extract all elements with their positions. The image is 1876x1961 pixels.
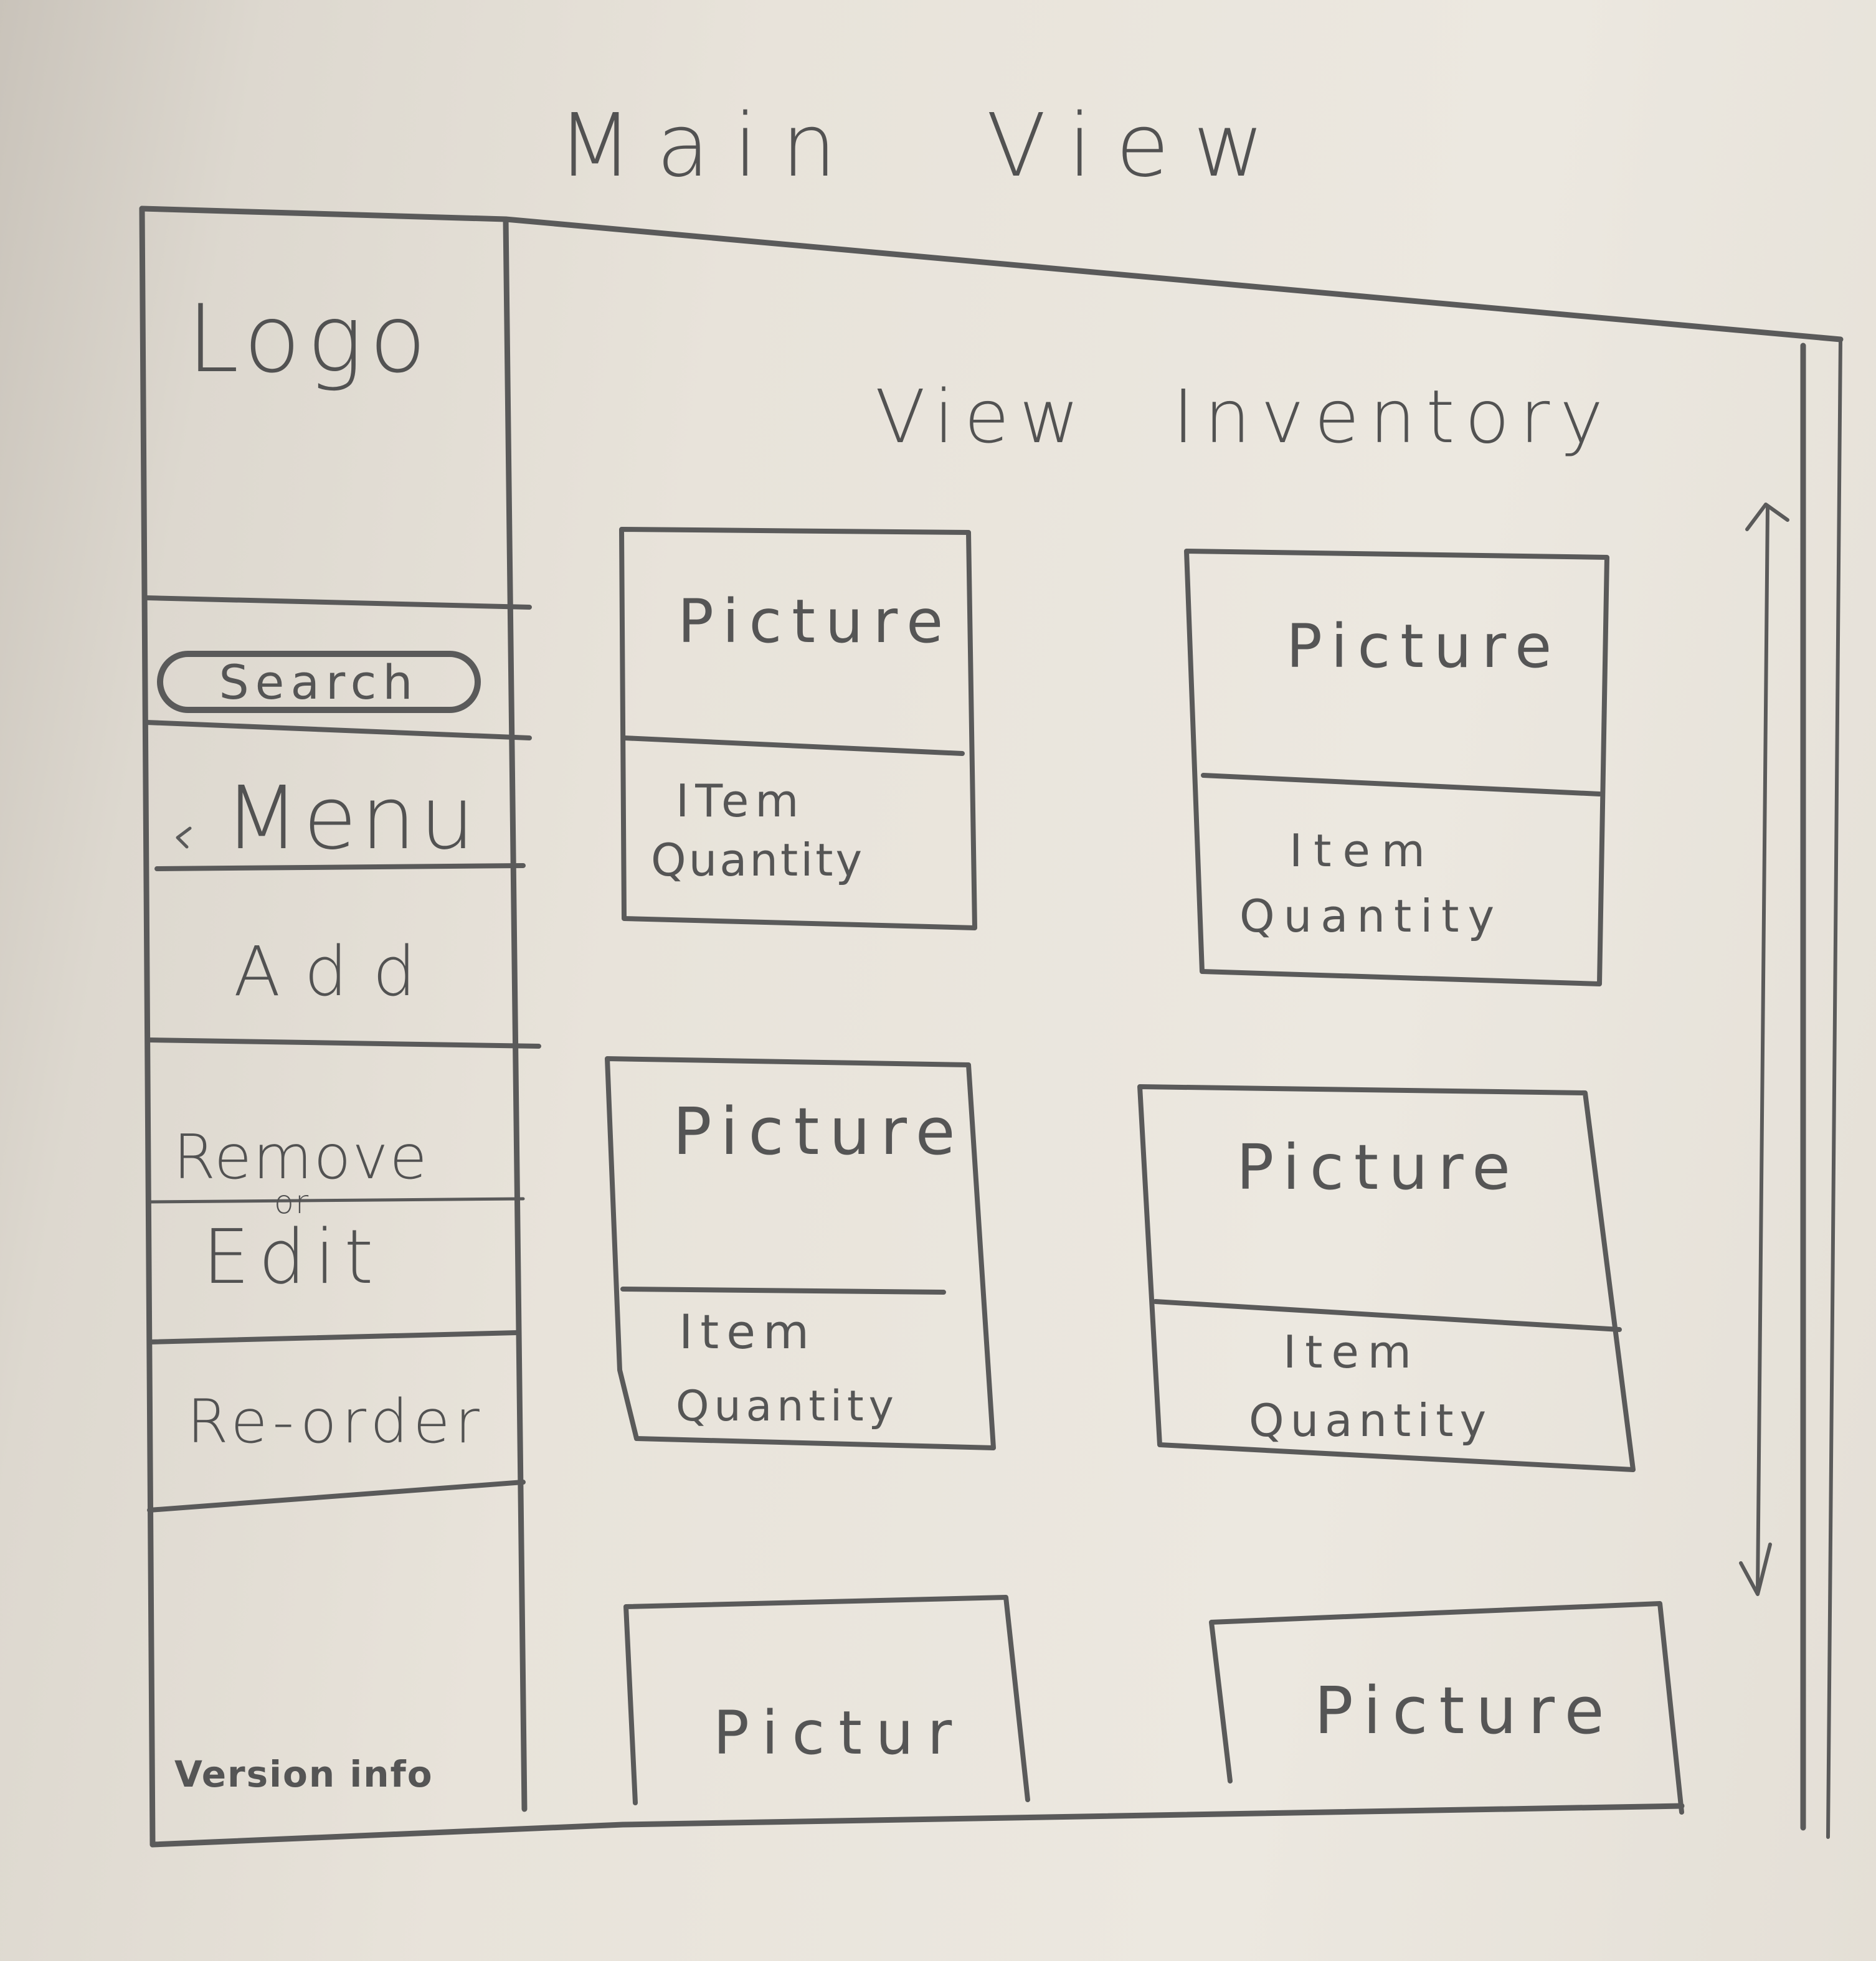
card-2-frame <box>1184 549 1609 986</box>
menu-chevron-icon <box>176 826 192 849</box>
search-button[interactable]: Search <box>157 651 481 713</box>
card-item-label: Item <box>1283 1326 1420 1378</box>
card-item-label: ITem <box>676 775 805 827</box>
sidebar-item-menu[interactable]: Menu <box>224 768 479 869</box>
card-picture: Picture <box>1236 1131 1520 1204</box>
sidebar-item-remove-label: Remove <box>173 1122 429 1193</box>
vertical-double-arrow-icon <box>1739 503 1789 1596</box>
inventory-card[interactable]: Pictur <box>629 1600 1021 1806</box>
card-item-label: Item <box>1289 825 1436 877</box>
sidebar-item-edit-label: Edit <box>202 1214 382 1301</box>
card-picture: Picture <box>678 587 954 656</box>
page-title: Main View <box>557 95 1288 197</box>
sidebar-item-or-label: or <box>274 1184 310 1221</box>
card-5-frame <box>623 1595 1030 1805</box>
inventory-card[interactable]: Picture <box>1218 1610 1679 1809</box>
inventory-card[interactable]: Picture Item Quantity <box>1190 554 1601 984</box>
card-1-frame <box>619 527 977 930</box>
inventory-card[interactable]: Picture Item Quantity <box>1146 1090 1619 1463</box>
main-heading: View Inventory <box>875 374 1614 460</box>
sidebar-item-reorder[interactable]: Re-order <box>187 1387 485 1457</box>
sidebar-item-add[interactable]: Add <box>234 932 441 1011</box>
logo: Logo <box>187 285 433 394</box>
card-quantity-label: Quantity <box>651 834 865 886</box>
inventory-card[interactable]: Picture ITem Quantity <box>623 529 972 922</box>
card-6-frame <box>1209 1601 1684 1815</box>
card-picture: Pictur <box>713 1698 966 1768</box>
card-4-frame <box>1137 1084 1636 1472</box>
card-picture: Picture <box>673 1094 965 1170</box>
card-picture: Picture <box>1314 1673 1616 1749</box>
version-info: Version info <box>174 1753 433 1795</box>
card-item-label: Item <box>679 1304 817 1359</box>
card-quantity-label: Quantity <box>1249 1394 1493 1447</box>
sidebar-divider <box>503 216 528 1812</box>
card-quantity-label: Quantity <box>1239 890 1504 942</box>
card-quantity-label: Quantity <box>676 1382 899 1431</box>
card-3-frame <box>605 1056 996 1450</box>
sidebar-item-remove-or-edit[interactable]: Remove or Edit <box>156 1115 517 1326</box>
inventory-card[interactable]: Picture Item Quantity <box>610 1062 984 1445</box>
card-picture: Picture <box>1286 612 1562 681</box>
